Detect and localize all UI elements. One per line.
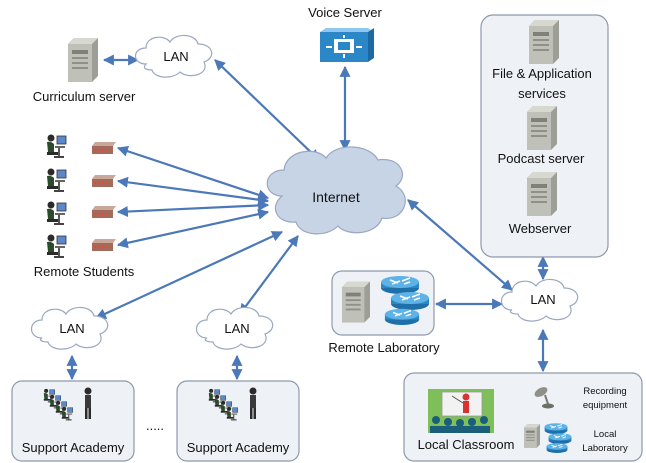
voice-server-label: Voice Server bbox=[308, 5, 382, 20]
ellipsis-label: ..... bbox=[146, 418, 164, 433]
support-academy-label: Support Academy bbox=[187, 440, 290, 455]
recording-equipment-label-2: equipment bbox=[583, 400, 628, 411]
local-panel: Local Classroom Recording equipment Loca… bbox=[403, 372, 643, 462]
lan-cloud-top: LAN bbox=[134, 34, 213, 78]
lan-cloud-mid: LAN bbox=[195, 306, 274, 350]
modem-icon bbox=[92, 175, 116, 187]
link-student4-internet bbox=[116, 208, 270, 249]
support-academy-mid: Support Academy bbox=[176, 380, 300, 462]
links bbox=[66, 54, 549, 381]
lan-label-mid: LAN bbox=[224, 321, 249, 336]
router-icon bbox=[546, 442, 568, 453]
student-icon bbox=[46, 234, 67, 259]
podcast-server-label: Podcast server bbox=[498, 151, 585, 166]
support-academy-left: Support Academy bbox=[11, 380, 135, 462]
lan-label-top: LAN bbox=[163, 49, 188, 64]
server-icon bbox=[529, 20, 559, 64]
teacher-icon bbox=[249, 387, 257, 419]
microphone-icon bbox=[534, 387, 554, 409]
internet-label: Internet bbox=[312, 189, 360, 205]
router-icon bbox=[544, 422, 568, 434]
student-icon bbox=[46, 134, 67, 159]
support-academy-label: Support Academy bbox=[22, 440, 125, 455]
curriculum-server-label: Curriculum server bbox=[33, 89, 136, 104]
classroom-icon bbox=[428, 389, 494, 433]
lan-label-right: LAN bbox=[530, 292, 555, 307]
router-icon bbox=[390, 291, 430, 310]
server-icon bbox=[342, 281, 370, 323]
local-laboratory-label-2: Laboratory bbox=[582, 443, 628, 454]
link-internet-lan-right bbox=[407, 199, 513, 291]
server-icon bbox=[527, 106, 557, 150]
remote-students-label: Remote Students bbox=[34, 264, 135, 279]
router-icon bbox=[380, 275, 420, 294]
file-app-services-label-1: File & Application bbox=[492, 66, 592, 81]
lan-cloud-left: LAN bbox=[30, 306, 109, 350]
student-icon bbox=[46, 168, 67, 193]
webserver-label: Webserver bbox=[509, 221, 572, 236]
link-student2-internet bbox=[116, 176, 270, 206]
link-lan-internet bbox=[214, 59, 320, 161]
remote-laboratory-panel bbox=[331, 270, 435, 336]
remote-laboratory-label: Remote Laboratory bbox=[328, 340, 440, 355]
curriculum-server-icon bbox=[68, 38, 98, 82]
modem-icon bbox=[92, 206, 116, 218]
local-classroom-label: Local Classroom bbox=[418, 437, 515, 452]
local-laboratory-label-1: Local bbox=[594, 429, 617, 440]
teacher-icon bbox=[84, 387, 92, 419]
lan-label-left: LAN bbox=[59, 321, 84, 336]
modem-icon bbox=[92, 142, 116, 154]
services-panel: File & Application services Podcast serv… bbox=[480, 14, 609, 258]
link-student3-internet bbox=[116, 199, 270, 218]
internet-cloud: Internet bbox=[266, 146, 406, 235]
router-icon bbox=[384, 308, 420, 325]
server-icon bbox=[527, 172, 557, 216]
student-icon bbox=[46, 201, 67, 226]
router-icon bbox=[548, 432, 572, 444]
voice-server-icon bbox=[320, 28, 374, 62]
lan-cloud-right: LAN bbox=[500, 278, 579, 322]
file-app-services-label-2: services bbox=[518, 86, 566, 101]
modem-icon bbox=[92, 239, 116, 251]
link-lan-mid-internet bbox=[239, 235, 299, 315]
recording-equipment-label-1: Recording bbox=[583, 386, 626, 397]
remote-students bbox=[46, 134, 116, 259]
server-icon bbox=[524, 424, 540, 448]
